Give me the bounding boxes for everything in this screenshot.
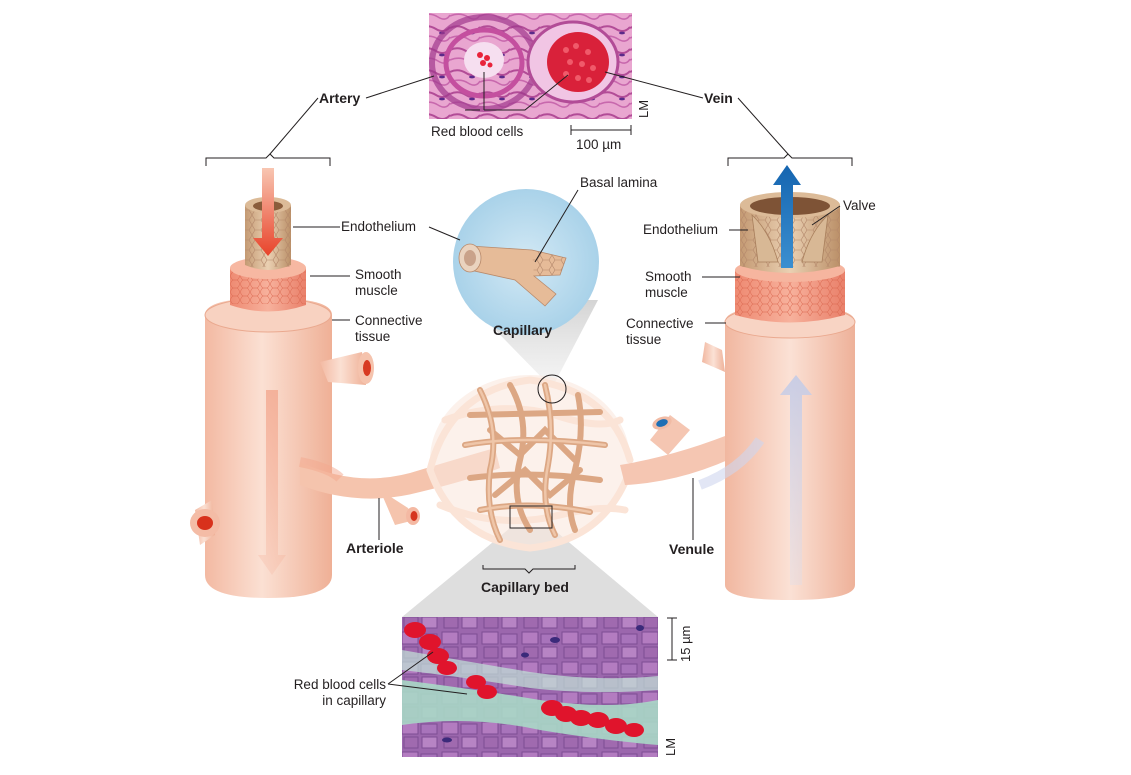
red-blood-cells-capillary-label: Red blood cells in capillary — [293, 677, 386, 708]
capillary-micrograph — [402, 617, 658, 757]
artery-vein-micrograph — [429, 13, 632, 119]
leader-lines — [293, 189, 841, 695]
smooth-muscle-right-label: Smooth muscle — [645, 269, 692, 300]
venule-label: Venule — [669, 541, 715, 557]
capillary-bed — [426, 374, 634, 552]
artery-cutaway — [190, 168, 374, 598]
endothelium-right-label: Endothelium — [643, 222, 719, 237]
vein-cutaway — [698, 165, 856, 600]
red-blood-cells-label: Red blood cells — [431, 124, 524, 139]
lm-bottom-label: LM — [663, 737, 678, 756]
venule-vessel — [620, 415, 745, 485]
artery-label: Artery — [319, 90, 361, 106]
connective-tissue-left-label: Connective tissue — [355, 313, 423, 344]
scale-bar-top-label: 100 µm — [576, 137, 622, 152]
vein-label: Vein — [704, 90, 733, 106]
arteriole-vessel — [298, 448, 500, 525]
valve-label: Valve — [843, 198, 876, 213]
capillary-bed-label: Capillary bed — [481, 579, 569, 595]
lm-top-label: LM — [636, 99, 651, 118]
capillary-closeup — [453, 189, 599, 335]
capillary-label: Capillary — [493, 322, 553, 338]
basal-lamina-label: Basal lamina — [580, 175, 658, 190]
arteriole-label: Arteriole — [346, 540, 404, 556]
endothelium-left-label: Endothelium — [341, 219, 417, 234]
scale-bar-bottom-label: 15 µm — [678, 625, 693, 662]
smooth-muscle-left-label: Smooth muscle — [355, 267, 402, 298]
connective-tissue-right-label: Connective tissue — [626, 316, 694, 347]
